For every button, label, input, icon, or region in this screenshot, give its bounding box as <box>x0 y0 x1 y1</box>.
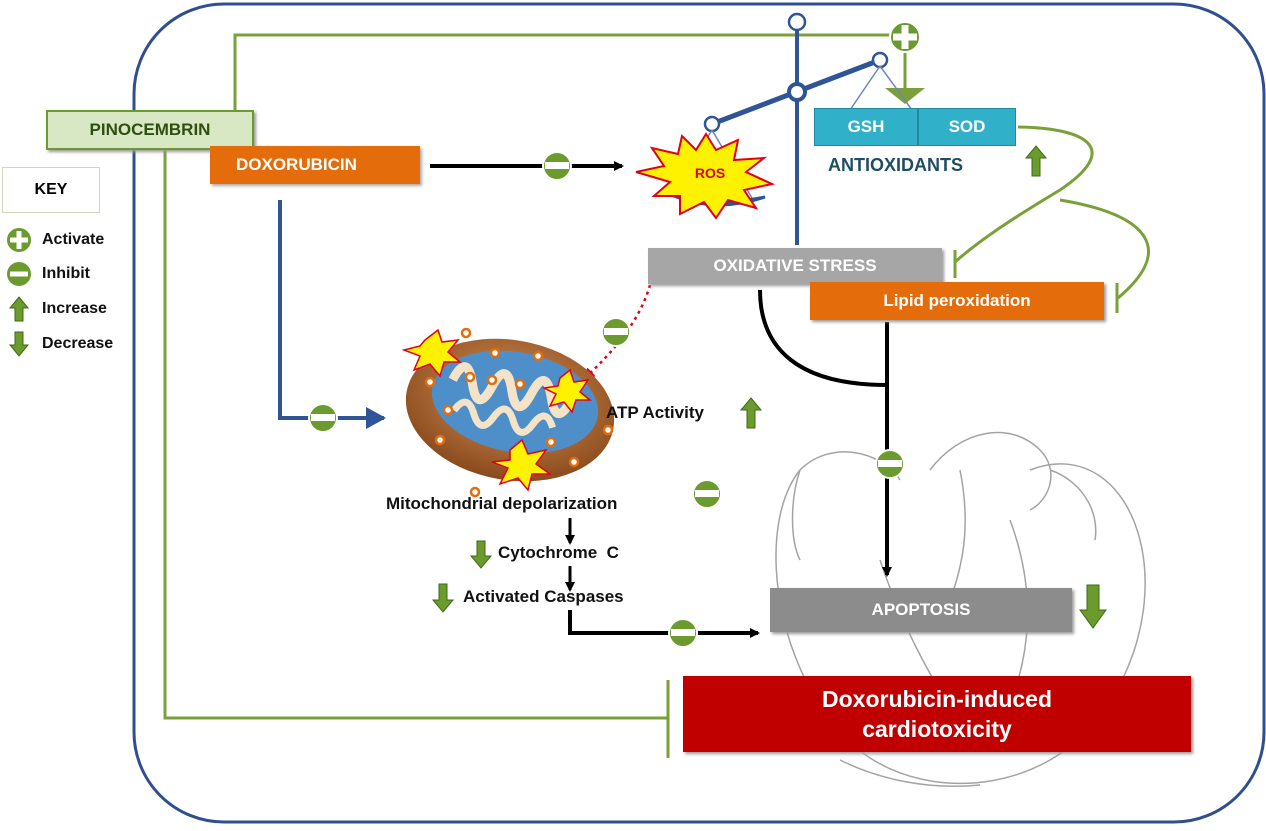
down-arrow-icon <box>8 331 30 357</box>
cardiotoxicity-line1: Doxorubicin-induced <box>822 686 1052 712</box>
oxidative-stress-node: OXIDATIVE STRESS <box>648 248 942 284</box>
scale-right-knob <box>871 51 889 69</box>
inhibit-icon <box>308 403 338 433</box>
mitochondrial-depolarization-label: Mitochondrial depolarization <box>386 494 618 513</box>
legend-title: KEY <box>34 181 68 198</box>
scale-left-knob <box>703 115 721 133</box>
dox-to-mitochondria-arrow <box>278 200 386 429</box>
up-arrow-icon <box>8 296 30 322</box>
oxidative-stress-curve <box>758 289 888 387</box>
pinocembrin-label: PINOCEMBRIN <box>89 120 211 139</box>
ros-node: ROS <box>680 160 740 186</box>
legend-item-increase: Increase <box>6 296 107 322</box>
decrease-arrow-icon <box>431 583 455 613</box>
apoptosis-label: APOPTOSIS <box>871 600 971 619</box>
legend-item-activate: Activate <box>6 227 104 253</box>
increase-arrow-icon <box>1024 145 1048 177</box>
doxorubicin-node: DOXORUBICIN <box>210 146 420 184</box>
oxidative-stress-label: OXIDATIVE STRESS <box>713 256 877 275</box>
decrease-arrow-icon <box>1079 584 1107 629</box>
outer-frame <box>132 2 1266 824</box>
sod-label: SOD <box>948 117 986 136</box>
legend-label: Decrease <box>42 335 114 352</box>
cardiotoxicity-line2: cardiotoxicity <box>862 716 1012 742</box>
apoptosis-node: APOPTOSIS <box>770 588 1072 632</box>
gsh-node: GSH <box>814 108 918 146</box>
mitochondrion-illustration <box>401 327 615 498</box>
inhibit-icon <box>875 449 905 479</box>
scale-pivot <box>787 82 807 102</box>
antioxidants-label: ANTIOXIDANTS <box>828 155 963 175</box>
gsh-label: GSH <box>847 117 885 136</box>
lipid-peroxidation-node: Lipid peroxidation <box>810 282 1104 320</box>
minus-icon <box>7 262 31 286</box>
inhibit-icon <box>692 479 722 509</box>
legend-label: Increase <box>42 300 107 317</box>
caspase-to-apoptosis-arrow <box>568 610 760 638</box>
plus-icon <box>7 228 31 252</box>
sod-inhibit-oxidative-stress-line <box>954 125 1094 264</box>
lipid-peroxidation-label: Lipid peroxidation <box>883 291 1031 310</box>
atp-activity-label: ATP Activity <box>606 403 704 422</box>
legend-label: Activate <box>42 231 105 248</box>
scale-top-knob <box>787 12 807 32</box>
pinocembrin-inhibit-cardiotoxicity-line <box>163 150 668 720</box>
activate-antioxidants-arrowhead <box>885 88 925 104</box>
inhibit-icon <box>668 618 698 648</box>
cardiotoxicity-node: Doxorubicin-induced cardiotoxicity <box>683 676 1191 752</box>
cytochrome-c-label: Cytochrome C <box>498 543 619 562</box>
sod-inhibit-lipid-line <box>1059 198 1150 300</box>
activate-icon <box>889 21 921 53</box>
sod-node: SOD <box>918 108 1016 146</box>
decrease-arrow-icon <box>469 540 493 569</box>
increase-arrow-icon <box>739 397 763 429</box>
pinocembrin-activate-line <box>233 33 900 110</box>
ros-label: ROS <box>694 165 726 181</box>
doxorubicin-label: DOXORUBICIN <box>236 155 357 174</box>
ros-starburst <box>635 132 776 220</box>
legend-title-box: KEY <box>2 167 100 213</box>
pinocembrin-node: PINOCEMBRIN <box>46 110 254 150</box>
inhibit-icon <box>601 317 631 347</box>
legend-item-decrease: Decrease <box>6 331 113 357</box>
inhibit-icon <box>542 151 572 181</box>
legend-item-inhibit: Inhibit <box>6 261 90 287</box>
legend-label: Inhibit <box>42 265 90 282</box>
activated-caspases-label: Activated Caspases <box>463 587 624 606</box>
